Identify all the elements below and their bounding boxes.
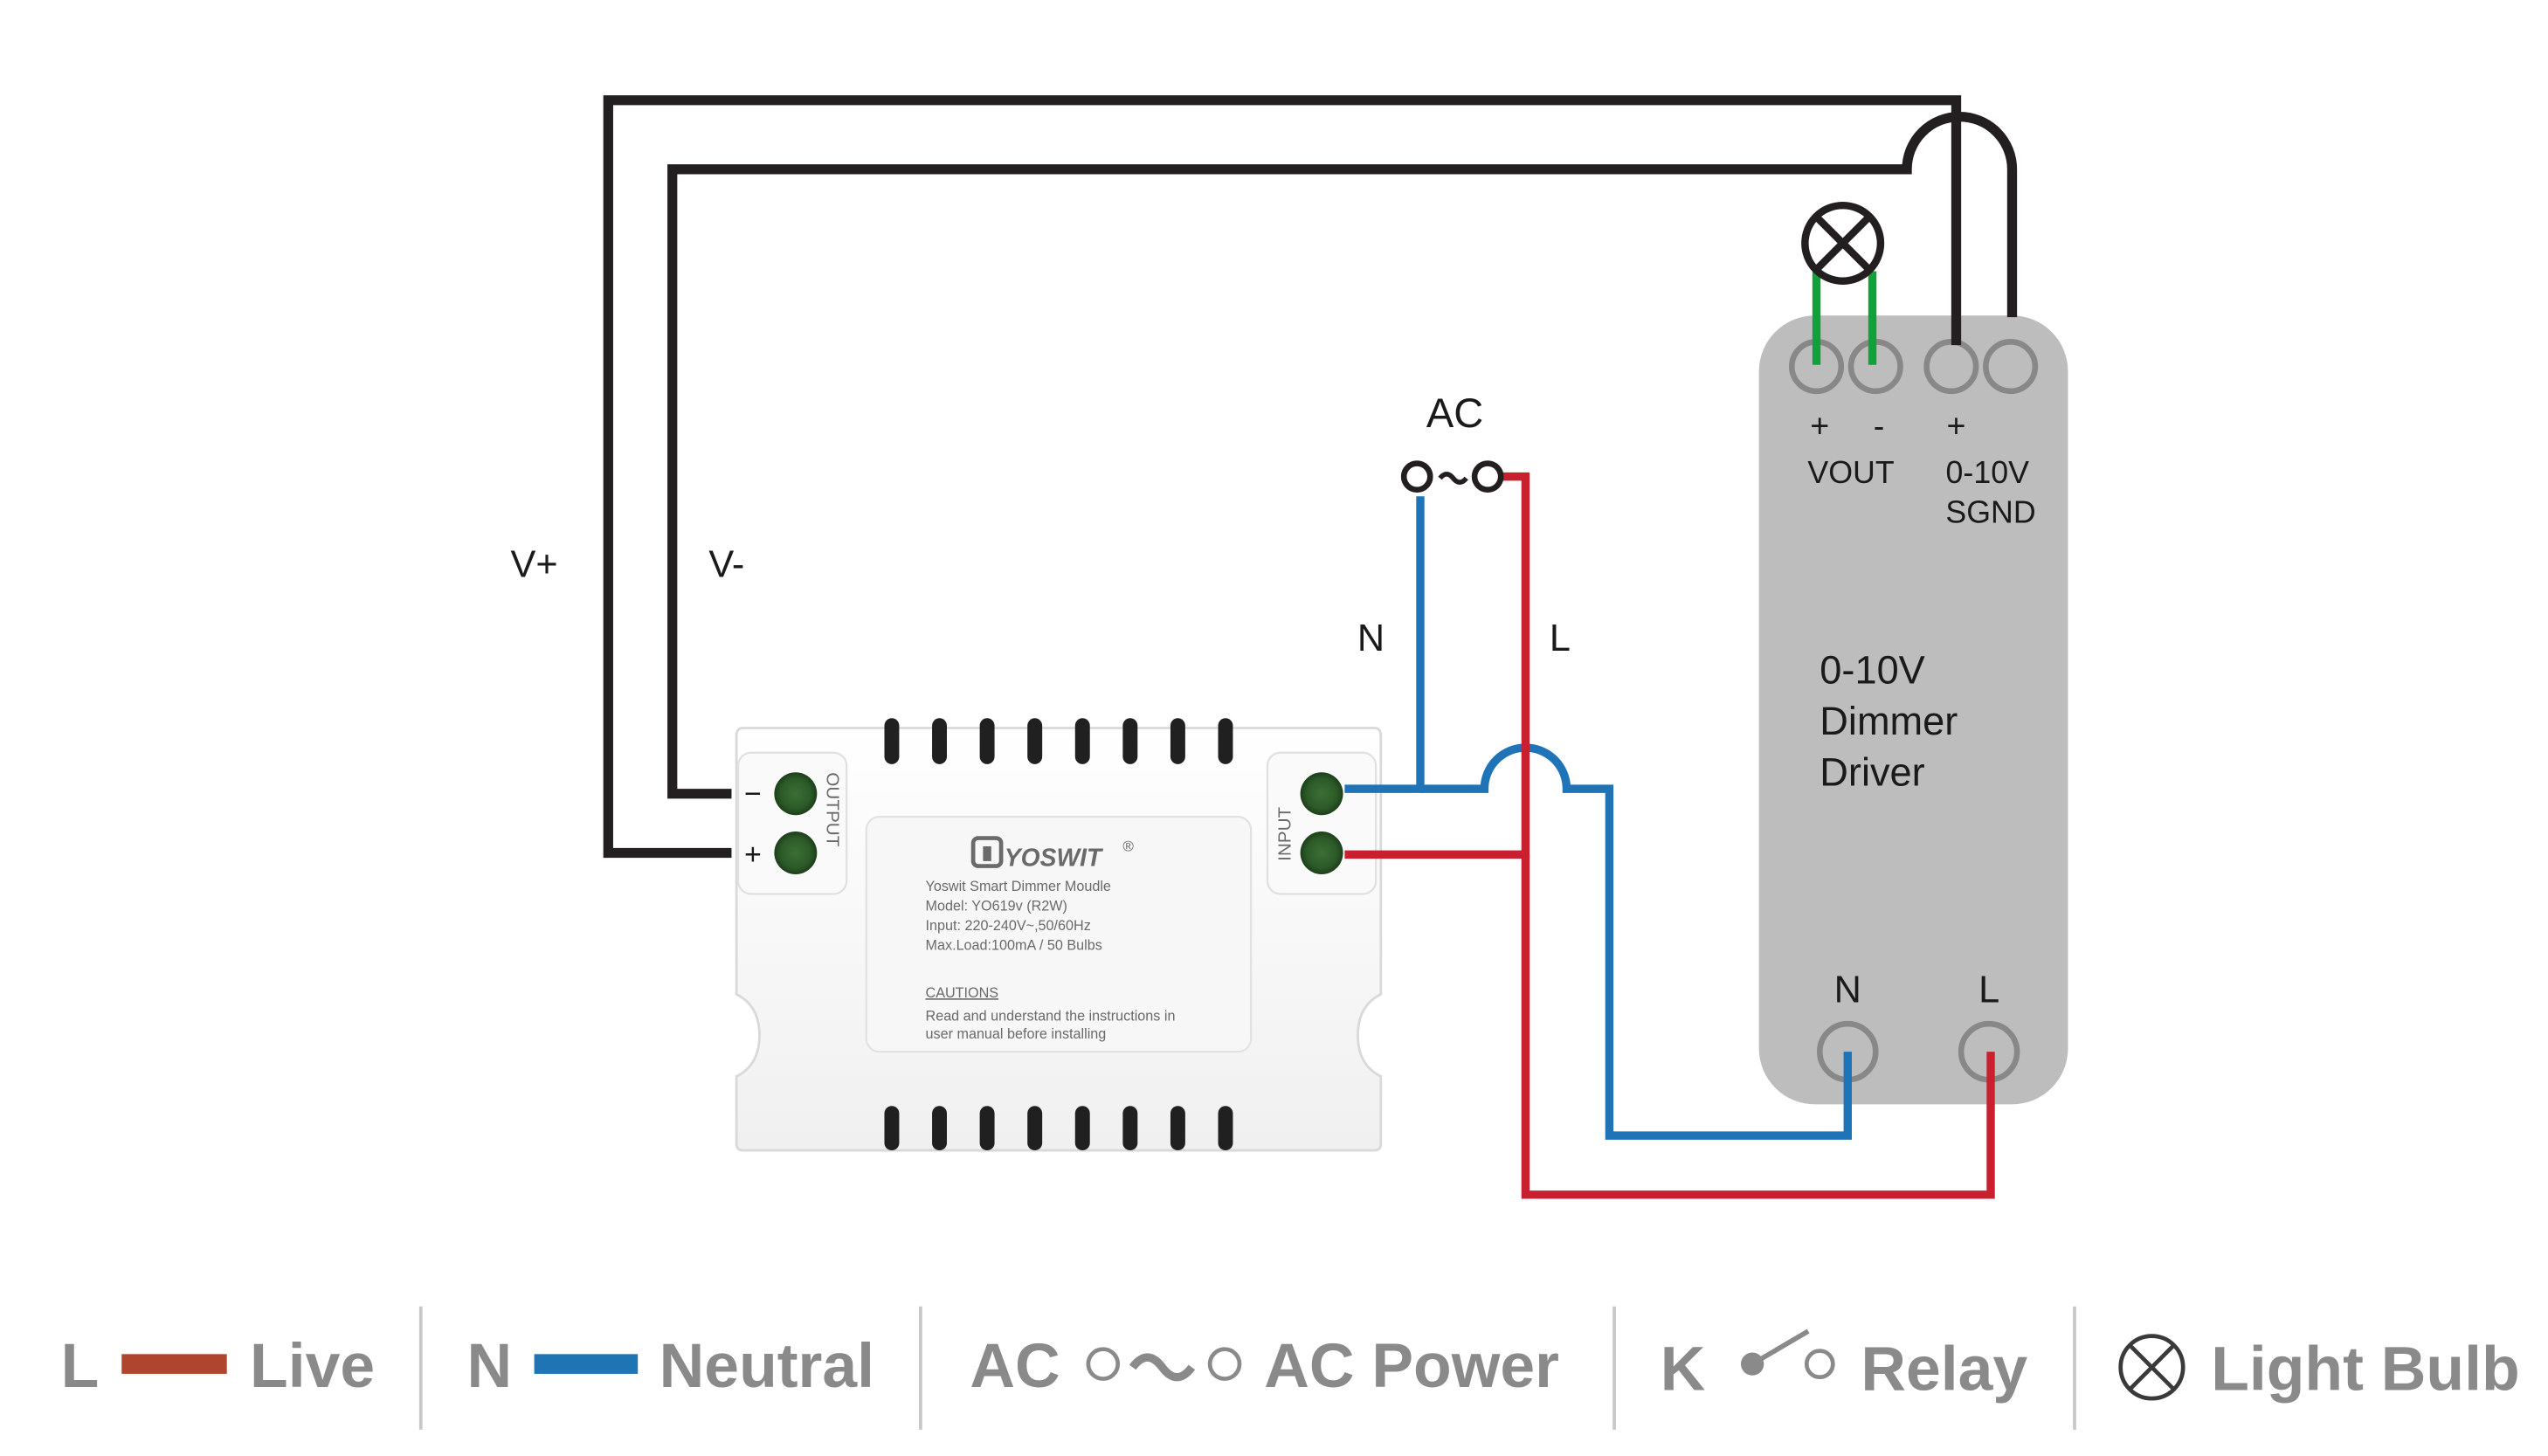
legend-neutral-key: N [466, 1331, 512, 1401]
legend-ac-name: AC Power [1264, 1331, 1559, 1401]
legend-item-live: L Live [61, 1331, 376, 1401]
module-caution-line1: Read and understand the instructions in [926, 1008, 1176, 1024]
n-wire-label: N [1357, 618, 1384, 659]
legend-live-key: L [61, 1331, 100, 1401]
svg-text:YOSWIT: YOSWIT [1005, 844, 1104, 872]
output-label: OUTPUT [823, 772, 843, 846]
svg-text:®: ® [1122, 838, 1134, 855]
vout-label: VOUT [1807, 455, 1894, 490]
input-l-terminal [1300, 832, 1343, 874]
legend-ac-icon [1086, 1347, 1242, 1382]
neutral-to-driver [1419, 743, 1853, 1140]
bulb-leads [1812, 271, 1877, 365]
smart-dimmer-module: YOSWIT ® Yoswit Smart Dimmer Moudle Mode… [735, 718, 1383, 1152]
neutral-line-icon [534, 1354, 639, 1374]
module-label-plate [865, 815, 1253, 1053]
relay-switch-icon [1740, 1328, 1835, 1380]
ctl-sgnd-label: SGND [1945, 494, 2035, 529]
module-line4: Max.Load:100mA / 50 Bulbs [926, 938, 1102, 954]
ctl-plus-label: + [1947, 407, 1966, 444]
legend-neutral-name: Neutral [659, 1331, 874, 1401]
legend-relay-name: Relay [1861, 1335, 2027, 1404]
live-wires [1344, 472, 1995, 1199]
driver-title-line1: 0-10V [1820, 648, 1925, 693]
ac-label: AC [1426, 390, 1483, 436]
live-to-driver [1521, 854, 1995, 1199]
dc-control-wires [603, 95, 2018, 859]
output-minus-terminal [774, 772, 818, 816]
vout-plus-label: + [1810, 407, 1829, 444]
legend-item-bulb: Light Bulb [2118, 1334, 2520, 1404]
module-line3: Input: 220-240V~,50/60Hz [926, 918, 1091, 934]
ac-source-icon [1400, 460, 1504, 493]
legend-bulb-name: Light Bulb [2211, 1335, 2519, 1404]
top-vent-slots [884, 718, 1233, 764]
module-terminals [774, 772, 1343, 874]
driver-title-line3: Driver [1820, 749, 1924, 794]
ctl-sgnd-terminal [1983, 339, 2039, 395]
v-minus-wire [667, 111, 2018, 799]
ctl-range-label: 0-10V [1946, 455, 2030, 490]
live-to-module [1344, 472, 1530, 859]
input-n-terminal [1300, 772, 1343, 816]
legend-item-ac: AC AC Power [970, 1331, 1559, 1401]
legend: L Live N Neutral AC AC Power K [61, 1306, 2520, 1430]
output-minus-label: − [744, 777, 762, 811]
input-label: INPUT [1274, 806, 1295, 860]
live-line-icon [121, 1354, 227, 1374]
legend-item-neutral: N Neutral [466, 1331, 874, 1401]
light-bulb-icon [1801, 201, 1885, 285]
module-cautions-title: CAUTIONS [926, 985, 999, 1001]
l-wire-label: L [1550, 618, 1571, 659]
driver-title-line2: Dimmer [1820, 699, 1958, 743]
legend-item-relay: K Relay [1661, 1328, 2027, 1404]
v-plus-label: V+ [511, 543, 558, 585]
output-plus-label: + [744, 838, 762, 872]
driver-l-label: L [1978, 970, 1999, 1011]
legend-ac-key: AC [970, 1331, 1060, 1401]
legend-relay-key: K [1661, 1335, 1706, 1404]
dimmer-driver-body [1758, 315, 2068, 1105]
module-line1: Yoswit Smart Dimmer Moudle [926, 879, 1111, 894]
legend-separators [418, 1306, 2076, 1430]
output-plus-terminal [774, 832, 818, 874]
neutral-wires [1344, 496, 1853, 1140]
v-minus-label: V- [708, 543, 744, 585]
vout-minus-label: - [1874, 407, 1885, 444]
module-line2: Model: YO619v (R2W) [926, 898, 1067, 914]
v-plus-wire [603, 95, 1962, 859]
output-terminal-block [736, 751, 848, 895]
yoswit-logo: YOSWIT ® [970, 836, 1134, 872]
driver-n-label: N [1834, 970, 1861, 1011]
module-caution-line2: user manual before installing [926, 1026, 1107, 1042]
legend-bulb-icon [2118, 1334, 2185, 1401]
bottom-vent-slots [884, 1106, 1233, 1151]
legend-live-name: Live [250, 1331, 375, 1401]
